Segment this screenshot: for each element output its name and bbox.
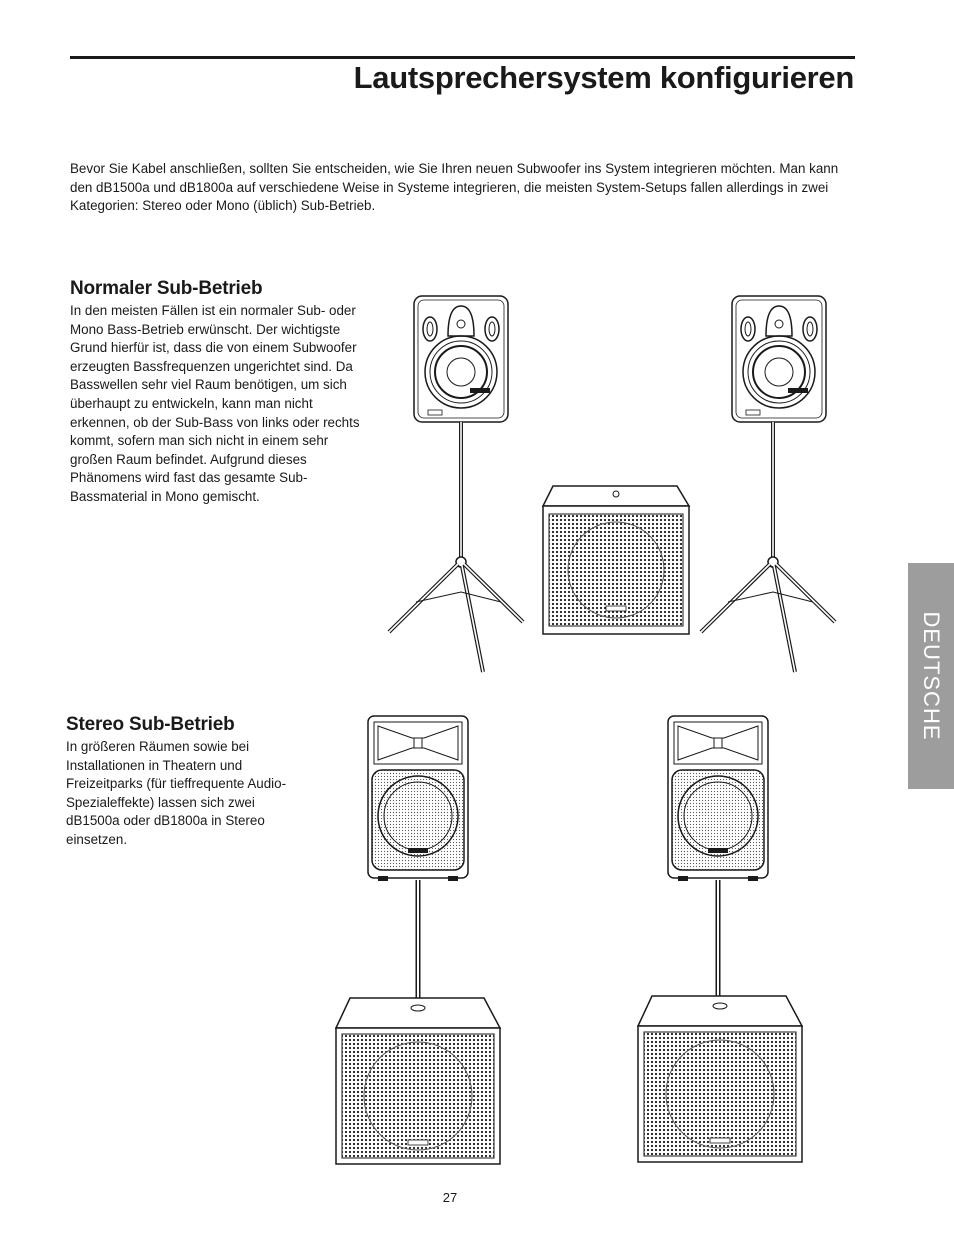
section-body-stereo: In größeren Räumen sowie bei Installatio… — [66, 739, 287, 847]
section-body-normal: In den meisten Fällen ist ein normaler S… — [70, 303, 360, 504]
language-tab[interactable]: DEUTSCHE — [908, 563, 954, 789]
section-heading-stereo: Stereo Sub-Betrieb — [66, 714, 235, 735]
section-heading-normal: Normaler Sub-Betrieb — [70, 278, 263, 299]
language-tab-label: DEUTSCHE — [919, 611, 944, 741]
mono-setup-illustration — [387, 295, 837, 674]
intro-paragraph: Bevor Sie Kabel anschließen, sollten Sie… — [70, 161, 839, 214]
page-number: 27 — [442, 1190, 458, 1205]
page-title: Lautsprechersystem konfigurieren — [353, 60, 855, 95]
stereo-setup-illustration — [335, 715, 803, 1165]
title-rule — [70, 56, 855, 59]
